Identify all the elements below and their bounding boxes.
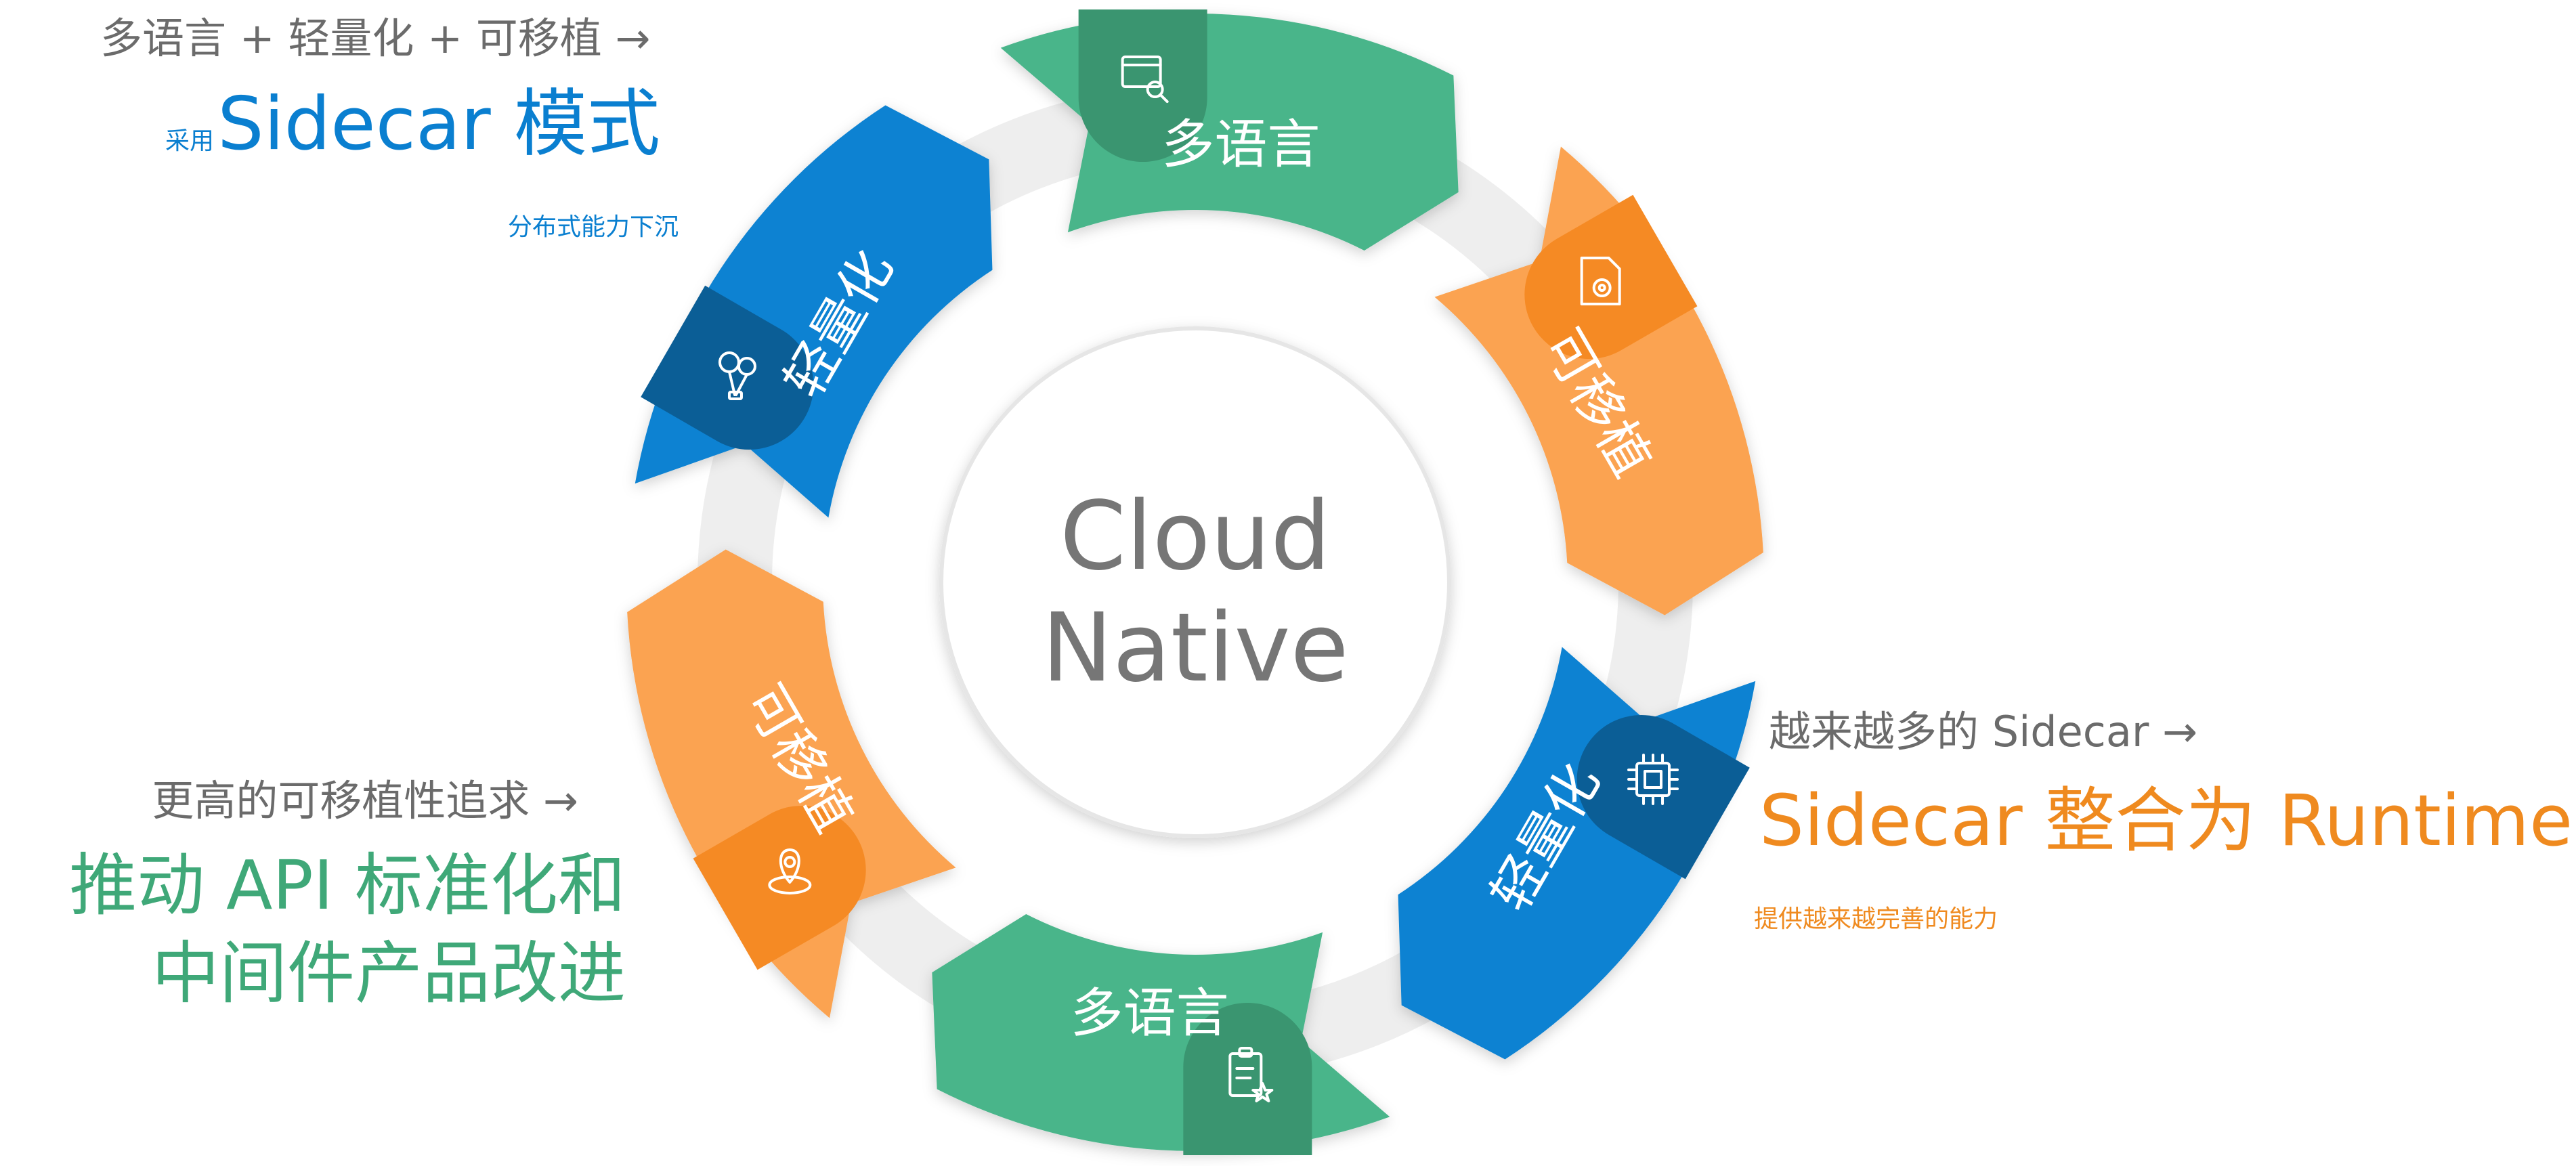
document-gear-icon: [1580, 257, 1621, 306]
segment-upper-right: 可移植: [1434, 146, 1763, 616]
chip-icon: [1627, 753, 1679, 805]
segment-shape: [627, 549, 956, 1018]
segment-top: 多语言: [1000, 9, 1459, 251]
top-left-title-main: Sidecar 模式: [217, 82, 660, 167]
segment-shape: [1434, 146, 1763, 616]
location-pin-icon: [768, 848, 812, 894]
segment-tab: [641, 285, 814, 450]
segment-tab: [1524, 194, 1698, 360]
segment-tab: [1078, 9, 1207, 163]
bottom-left-heading: 更高的可移植性追求 →: [152, 776, 578, 825]
segment-upper-left: 轻量化: [635, 105, 993, 518]
right-caption: 提供越来越完善的能力: [1754, 905, 1998, 933]
top-left-heading: 多语言 + 轻量化 + 可移植 →: [100, 14, 651, 63]
top-left-title: 采用 Sidecar 模式: [165, 88, 660, 161]
top-left-title-prefix: 采用: [165, 127, 215, 155]
balloons-icon: [718, 351, 756, 401]
clipboard-star-icon: [1228, 1046, 1274, 1102]
browser-search-icon: [1121, 56, 1169, 104]
center-disc: [939, 326, 1451, 838]
center-title-line2: Native: [1042, 593, 1348, 704]
right-title: Sidecar 整合为 Runtime: [1759, 779, 2573, 862]
segment-bottom: 多语言: [932, 914, 1390, 1155]
center-title-line1: Cloud: [1060, 481, 1331, 592]
segment-tab: [693, 805, 866, 970]
segment-tab: [1576, 714, 1750, 880]
top-left-caption: 分布式能力下沉: [508, 213, 679, 241]
bottom-left-title-line2: 中间件产品改进: [152, 934, 626, 1013]
right-heading: 越来越多的 Sidecar →: [1769, 707, 2198, 756]
segment-lower-right: 轻量化: [1398, 647, 1756, 1060]
segment-label: 多语言: [1071, 983, 1229, 1044]
segment-label: 多语言: [1161, 114, 1320, 175]
segment-lower-left: 可移植: [627, 549, 956, 1018]
bottom-left-title-line1: 推动 API 标准化和: [69, 846, 626, 925]
segment-tab: [1183, 1002, 1312, 1155]
segment-shape: [1398, 647, 1756, 1060]
